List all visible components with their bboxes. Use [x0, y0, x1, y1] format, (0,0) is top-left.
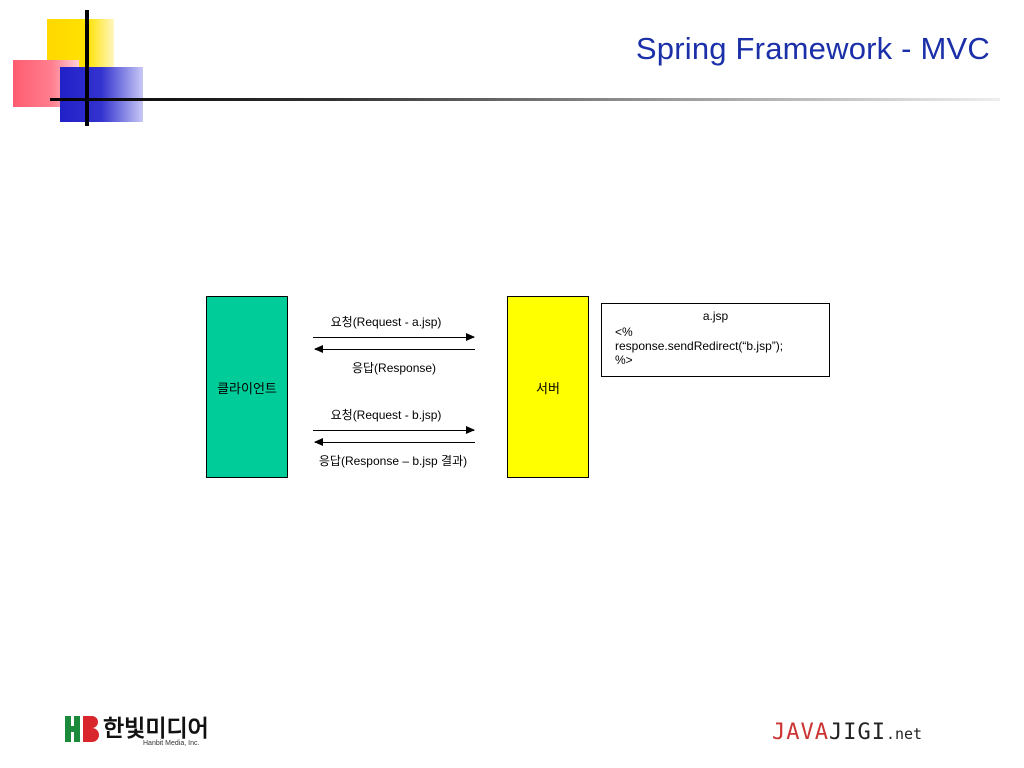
message-label-response: 응답(Response): [351, 361, 437, 375]
publisher-korean-name: 한빛미디어: [103, 716, 209, 742]
server-box: 서버: [507, 296, 589, 478]
javajigi-logo-jigi: JIGI: [828, 720, 886, 745]
client-box: 클라이언트: [206, 296, 288, 478]
decor-blue-square: [60, 67, 143, 122]
code-line: %>: [615, 353, 633, 367]
message-label-response-b: 응답(Response – b.jsp 결과): [318, 454, 468, 468]
decor-vertical-line: [85, 10, 89, 126]
publisher-english-name: Hanbit Media, Inc.: [143, 740, 199, 747]
slide-title: Spring Framework - MVC: [635, 31, 990, 66]
hanbit-media-logo: 한빛미디어 Hanbit Media, Inc.: [65, 716, 209, 747]
javajigi-logo-java: JAVA: [772, 720, 829, 745]
client-label: 클라이언트: [217, 381, 277, 397]
code-box: a.jsp <% response.sendRedirect(“b.jsp”);…: [601, 303, 830, 377]
message-label-request-a: 요청(Request - a.jsp): [330, 315, 442, 329]
header-rule: [50, 98, 1000, 101]
hanbit-mark-icon: [65, 716, 99, 742]
arrow-response-b: [314, 438, 475, 446]
code-line: response.sendRedirect(“b.jsp”);: [615, 339, 784, 353]
arrow-request-a: [313, 333, 475, 341]
code-line: <%: [615, 325, 633, 339]
javajigi-logo-net: .net: [885, 725, 923, 743]
javajigi-logo: JAVAJIGI.net: [772, 720, 922, 745]
arrow-request-b: [313, 426, 475, 434]
message-label-request-b: 요청(Request - b.jsp): [330, 408, 442, 422]
server-label: 서버: [536, 381, 560, 397]
arrow-response: [314, 345, 475, 353]
code-box-title: a.jsp: [702, 309, 729, 323]
